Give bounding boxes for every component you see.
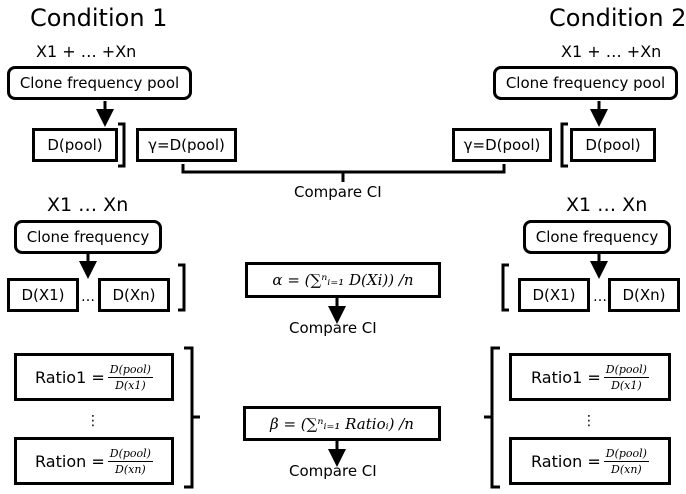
condition1-ratio1-denominator: D(x1) bbox=[115, 378, 146, 392]
compare-ci-alpha: Compare CI bbox=[289, 319, 377, 337]
beta-formula-box: β = (∑ⁿᵢ₌₁ Ratioᵢ) /n bbox=[243, 406, 441, 441]
compare-ci-beta: Compare CI bbox=[289, 462, 377, 480]
condition2-pool-box: Clone frequency pool bbox=[493, 66, 678, 100]
condition1-d-pool-box: D(pool) bbox=[32, 128, 118, 162]
condition1-d-x1-box: D(X1) bbox=[7, 278, 79, 312]
condition1-sum-label: X1 + … +Xn bbox=[36, 42, 137, 61]
condition1-ration-denominator: D(xn) bbox=[115, 462, 146, 476]
condition1-d-xn-box: D(Xn) bbox=[98, 278, 170, 312]
condition1-vdots: ⋮ bbox=[86, 413, 100, 429]
alpha-formula: α = (∑ⁿᵢ₌₁ D(Xi)) /n bbox=[272, 271, 414, 289]
condition1-title: Condition 1 bbox=[30, 4, 168, 32]
condition1-ration-numerator: D(pool) bbox=[107, 446, 153, 462]
condition2-ratio1-fraction: D(pool) D(x1) bbox=[603, 362, 649, 392]
condition2-ration-denominator: D(xn) bbox=[611, 462, 642, 476]
compare-ci-gamma: Compare CI bbox=[294, 183, 382, 201]
brace-ratio-left bbox=[184, 346, 194, 489]
condition1-x-label: X1 … Xn bbox=[47, 194, 129, 216]
condition2-vdots: ⋮ bbox=[582, 413, 596, 429]
condition2-title: Condition 2 bbox=[549, 4, 686, 32]
beta-formula: β = (∑ⁿᵢ₌₁ Ratioᵢ) /n bbox=[270, 414, 414, 433]
condition2-ellipsis: … bbox=[593, 289, 607, 305]
condition1-clone-box: Clone frequency bbox=[14, 220, 162, 254]
brace-pool-left bbox=[118, 122, 126, 168]
condition2-ratio1-label: Ratio1 = bbox=[531, 367, 601, 387]
condition2-sum-label: X1 + … +Xn bbox=[561, 42, 662, 61]
condition1-pool-box: Clone frequency pool bbox=[7, 66, 192, 100]
condition2-ration-label: Ration = bbox=[531, 451, 601, 471]
brace-dx-left bbox=[178, 263, 186, 312]
gamma-compare-bracket bbox=[181, 164, 506, 174]
condition2-ration-numerator: D(pool) bbox=[603, 446, 649, 462]
condition2-x-label: X1 … Xn bbox=[566, 194, 648, 216]
brace-ratio-right bbox=[490, 346, 500, 489]
condition2-d-xn-box: D(Xn) bbox=[608, 278, 680, 312]
brace-pool-right bbox=[560, 122, 568, 168]
condition1-ratio1-box: Ratio1 = D(pool) D(x1) bbox=[14, 353, 174, 401]
condition1-ratio1-fraction: D(pool) D(x1) bbox=[107, 362, 153, 392]
condition1-gamma-box: γ=D(pool) bbox=[136, 128, 237, 162]
condition1-ration-box: Ration = D(pool) D(xn) bbox=[14, 437, 174, 485]
condition2-ratio1-numerator: D(pool) bbox=[603, 362, 649, 378]
condition2-clone-box: Clone frequency bbox=[523, 220, 671, 254]
condition2-ration-box: Ration = D(pool) D(xn) bbox=[509, 437, 671, 485]
condition2-ration-fraction: D(pool) D(xn) bbox=[603, 446, 649, 476]
brace-dx-right bbox=[501, 263, 509, 312]
condition2-gamma-box: γ=D(pool) bbox=[452, 128, 552, 162]
condition1-ratio1-label: Ratio1 = bbox=[35, 367, 105, 387]
condition1-ration-fraction: D(pool) D(xn) bbox=[107, 446, 153, 476]
condition1-ration-label: Ration = bbox=[35, 451, 105, 471]
condition2-d-x1-box: D(X1) bbox=[518, 278, 590, 312]
alpha-formula-box: α = (∑ⁿᵢ₌₁ D(Xi)) /n bbox=[245, 262, 441, 298]
condition2-ratio1-denominator: D(x1) bbox=[611, 378, 642, 392]
condition1-ratio1-numerator: D(pool) bbox=[107, 362, 153, 378]
condition2-d-pool-box: D(pool) bbox=[570, 128, 656, 162]
condition2-ratio1-box: Ratio1 = D(pool) D(x1) bbox=[509, 353, 671, 401]
condition1-ellipsis: … bbox=[81, 289, 95, 305]
